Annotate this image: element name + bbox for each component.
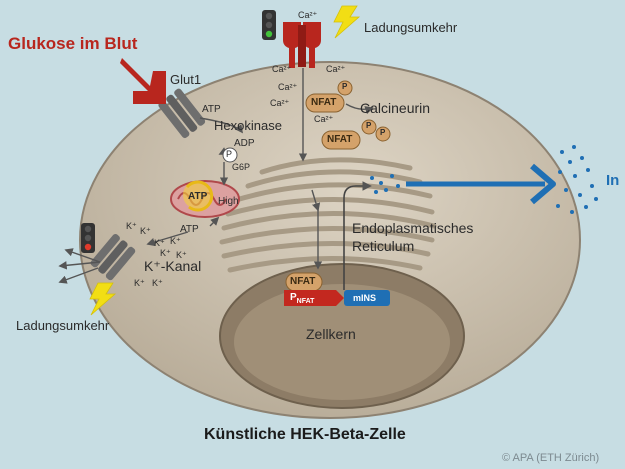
- phosphate-label: P: [342, 82, 348, 91]
- ca-ion: Ca²⁺: [298, 10, 318, 20]
- high-label: High: [218, 196, 239, 207]
- er-label-line-2: Reticulum: [352, 238, 415, 254]
- atp-mito-label: ATP: [188, 191, 208, 202]
- calcineurin-label: Calcineurin: [360, 100, 431, 116]
- ca-ion: Ca²⁺: [314, 114, 334, 124]
- zellkern-label: Zellkern: [306, 326, 356, 342]
- g6p-label: G6P: [232, 162, 251, 172]
- ca-ion: Ca²⁺: [326, 64, 346, 74]
- lightning-icon: [333, 5, 361, 39]
- k-ion: K⁺: [126, 221, 137, 231]
- pnfat-label: PNFAT: [290, 292, 315, 305]
- calcium-channel: [283, 22, 321, 68]
- pnfat-promoter: [284, 290, 344, 306]
- phosphate-label: P: [226, 149, 233, 159]
- k-ion: K⁺: [170, 236, 181, 246]
- atp-label-2: ATP: [180, 224, 199, 235]
- er-membranes: [219, 157, 437, 273]
- traffic-light-icon: [262, 10, 276, 40]
- phosphate-badge: [337, 80, 353, 96]
- phosphate-label: P: [380, 128, 386, 137]
- insulin-label: In: [606, 172, 620, 189]
- glucose-arrow-icon: [120, 58, 166, 104]
- diagram-title: Künstliche HEK-Beta-Zelle: [204, 426, 406, 443]
- nfat-label: NFAT: [290, 276, 316, 287]
- nfat-badge: [305, 93, 345, 113]
- ladung-bottom-label: Ladungsumkehr: [16, 318, 110, 333]
- k-ion: K⁺: [160, 248, 171, 258]
- k-channel: [90, 233, 136, 281]
- glucose-label: Glukose im Blut: [8, 34, 138, 53]
- pathway-arrows: [58, 68, 374, 284]
- hexokinase-label: Hexokinase: [214, 118, 282, 133]
- ladung-top-label: Ladungsumkehr: [364, 20, 458, 35]
- phosphate-badge: [361, 119, 377, 135]
- adp-label: ADP: [234, 138, 255, 149]
- mitochondrion: [170, 180, 240, 218]
- mins-label: mINS: [353, 293, 377, 303]
- phosphate-badge: [222, 147, 238, 163]
- k-channel-label: K⁺-Kanal: [144, 258, 202, 274]
- nfat-label: NFAT: [327, 134, 353, 145]
- k-ion: K⁺: [152, 278, 163, 288]
- glut1-transporter: [158, 88, 206, 139]
- credit: © APA (ETH Zürich): [502, 452, 600, 464]
- atp-label: ATP: [202, 104, 221, 115]
- arrow-icon: [530, 163, 556, 205]
- glut1-label: Glut1: [170, 72, 202, 87]
- er-label-line-1: Endoplasmatisches: [352, 220, 474, 236]
- k-ion: K⁺: [140, 226, 151, 236]
- nfat-badge: [321, 130, 361, 150]
- phosphate-badge: [375, 126, 391, 142]
- mins-transport-arrow: [343, 181, 372, 290]
- k-ion: K⁺: [134, 278, 145, 288]
- k-ion: K⁺: [154, 238, 165, 248]
- lightning-icon: [89, 282, 117, 316]
- insulin-vesicles: [370, 145, 598, 214]
- traffic-light-icon: [81, 223, 95, 253]
- ca-ion: Ca²⁺: [270, 98, 290, 108]
- k-ion: K⁺: [176, 250, 187, 260]
- ca-ion: Ca²⁺: [278, 82, 298, 92]
- phosphate-label: P: [366, 121, 372, 130]
- nfat-label: NFAT: [311, 97, 337, 108]
- mins-box: [344, 290, 390, 306]
- ca-ion: Ca²⁺: [272, 64, 292, 74]
